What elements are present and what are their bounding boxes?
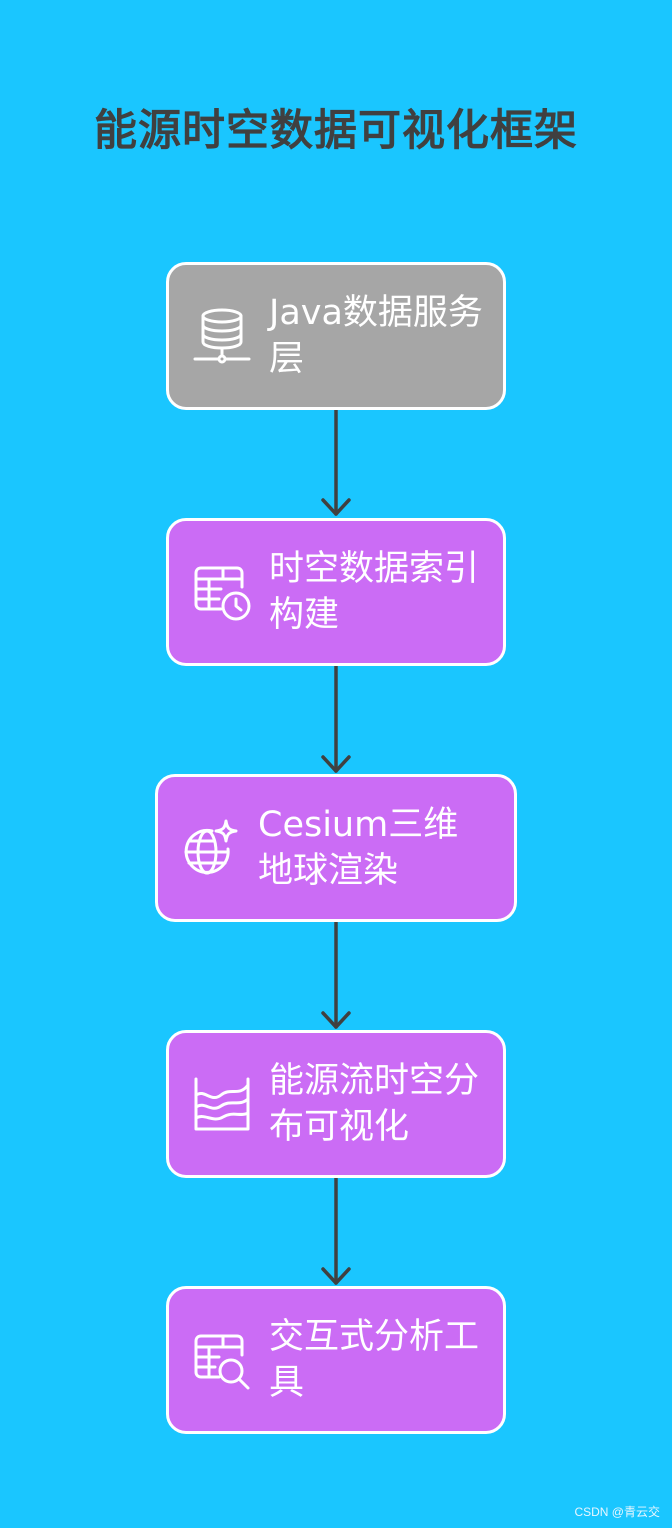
arrow-3-4 <box>321 919 351 1029</box>
globe-sparkle-icon <box>180 817 242 879</box>
arrow-4-5 <box>321 1175 351 1285</box>
arrow-1-2 <box>321 407 351 516</box>
table-search-icon <box>191 1329 253 1391</box>
node-java-data-service[interactable]: Java数据服务层 <box>166 262 506 410</box>
watermark: CSDN @青云交 <box>574 1505 660 1519</box>
node-label: Java数据服务层 <box>269 293 483 379</box>
node-label: Cesium三维地球渲染 <box>258 805 459 891</box>
database-icon <box>191 305 253 367</box>
arrow-2-3 <box>321 663 351 773</box>
node-spatiotemporal-index[interactable]: 时空数据索引构建 <box>166 518 506 666</box>
node-cesium-globe-render[interactable]: Cesium三维地球渲染 <box>155 774 517 922</box>
node-energy-flow-visualization[interactable]: 能源流时空分布可视化 <box>166 1030 506 1178</box>
node-label: 能源流时空分布可视化 <box>269 1061 480 1147</box>
diagram-title: 能源时空数据可视化框架 <box>94 106 578 156</box>
table-clock-icon <box>191 561 253 623</box>
node-label: 交互式分析工具 <box>269 1317 480 1403</box>
node-label: 时空数据索引构建 <box>269 549 480 635</box>
node-interactive-analysis-tools[interactable]: 交互式分析工具 <box>166 1286 506 1434</box>
area-chart-icon <box>191 1073 253 1135</box>
